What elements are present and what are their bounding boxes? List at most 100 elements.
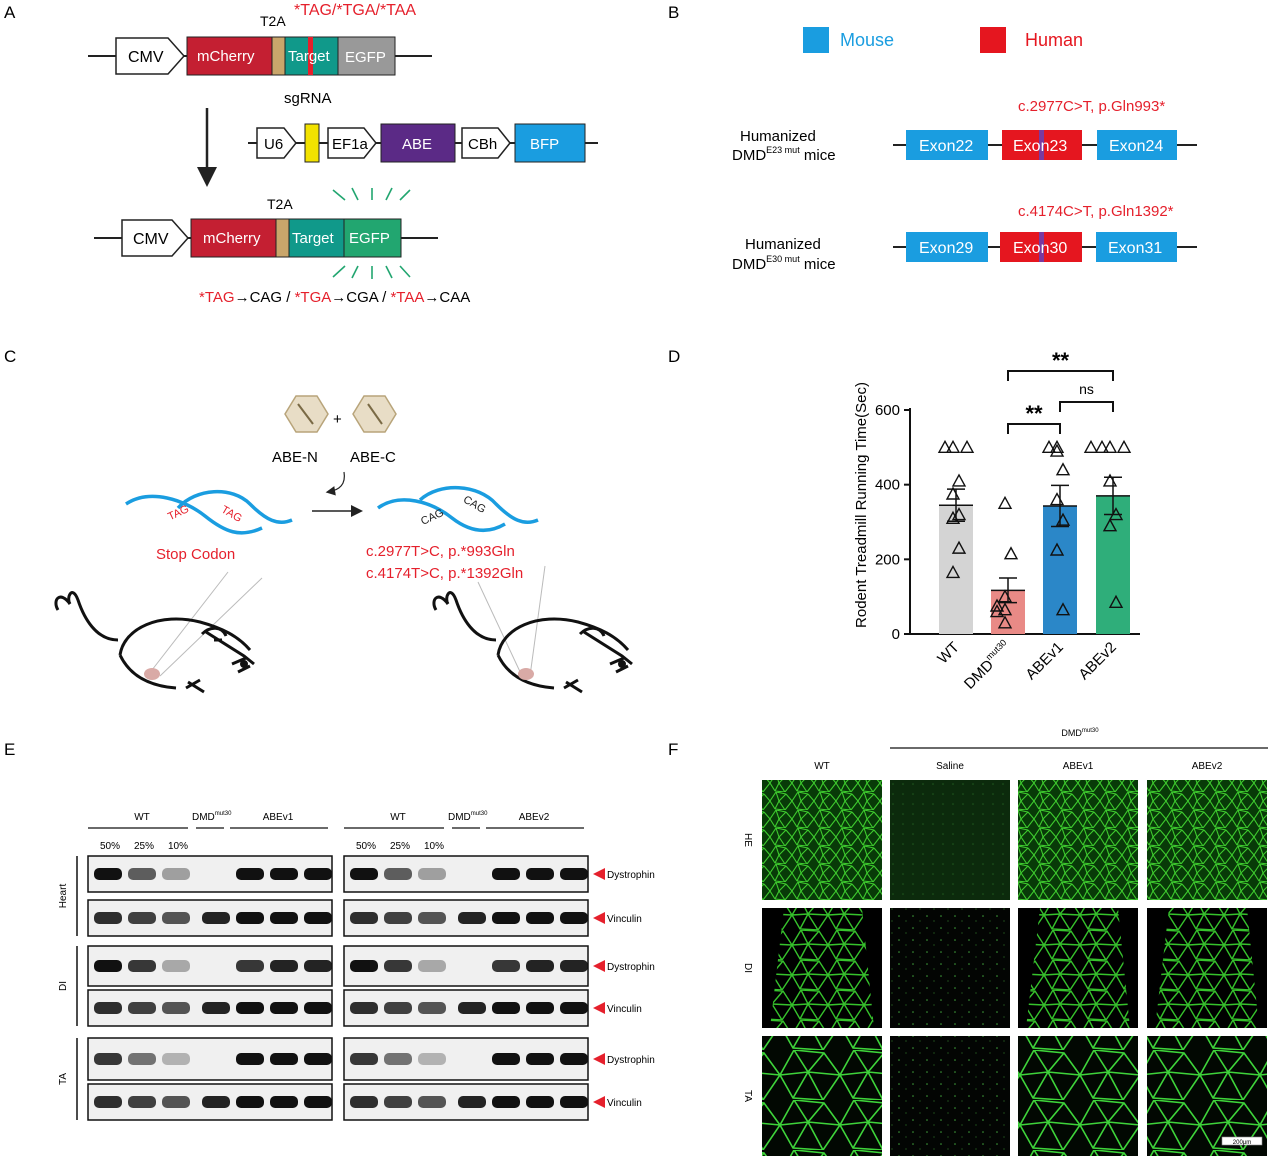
column-label: WT — [814, 761, 830, 772]
chart-y-axis-label: Rodent Treadmill Running Time(Sec) — [853, 382, 870, 628]
data-point — [1094, 439, 1110, 454]
scale-bar-label: 200μm — [1233, 1140, 1251, 1146]
blot-band — [384, 912, 412, 924]
curved-arrow-icon — [325, 471, 345, 496]
significance-label: ns — [1079, 381, 1094, 397]
column-label: Saline — [936, 761, 964, 772]
t2a-box — [271, 36, 286, 76]
u6-promoter-arrow — [256, 127, 297, 159]
aav-particle-c-icon — [352, 395, 397, 433]
marker-arrow-icon — [593, 1053, 605, 1065]
cmv-promoter-arrow — [115, 37, 186, 75]
target-label-2: Target — [292, 230, 335, 247]
x-tick-label-wt: WT — [934, 639, 963, 668]
percent-label: 50% — [356, 841, 376, 852]
tag-label-1: TAG — [166, 503, 191, 523]
panel-a-letter: A — [4, 3, 16, 22]
cmv-promoter-arrow-2 — [121, 219, 190, 257]
cbh-promoter-arrow — [461, 127, 511, 159]
marker-label: Dystrophin — [607, 962, 655, 973]
group-label-dmd: DMDmut30 — [192, 811, 232, 823]
blot-band — [202, 1096, 230, 1108]
cag-label-1: CAG — [419, 507, 446, 528]
mouse-line-label-1: DMDE23 mut mice — [732, 145, 836, 164]
group-label-wt: WT — [390, 812, 406, 823]
plus-sign: + — [333, 411, 342, 428]
data-point — [937, 439, 953, 454]
tissue-edge-mask — [862, 908, 882, 1028]
blot-band — [384, 868, 412, 880]
panel-d-letter: D — [668, 347, 680, 366]
exon30-label: Exon30 — [1013, 240, 1067, 257]
dna-after: CAG CAG — [376, 486, 539, 532]
data-point — [997, 589, 1013, 603]
tissue-edge-mask — [1247, 908, 1267, 1028]
blot-band — [270, 868, 298, 880]
data-point — [1102, 473, 1118, 487]
blot-band — [492, 1096, 520, 1108]
blot-band — [526, 1002, 554, 1014]
legend-human-label: Human — [1025, 30, 1083, 50]
abe-box — [380, 123, 456, 163]
blot-band — [384, 1002, 412, 1014]
blot-band — [458, 912, 486, 924]
humanized-label-2: Humanized — [745, 236, 821, 253]
blot-band — [128, 1096, 156, 1108]
y-tick-label: 0 — [892, 626, 900, 643]
blot-band — [418, 1096, 446, 1108]
exon31-label: Exon31 — [1108, 240, 1162, 257]
cag-label-2: CAG — [461, 494, 488, 516]
marker-label: Dystrophin — [607, 1055, 655, 1066]
blot-band — [236, 1002, 264, 1014]
mcherry-box-2 — [190, 218, 277, 258]
blot-band — [418, 868, 446, 880]
data-point — [945, 439, 961, 454]
blot-band — [492, 868, 520, 880]
edit-label-2: c.4174T>C, p.*1392Gln — [366, 565, 523, 582]
dmd-e30-row: c.4174C>T, p.Gln1392* Humanized DMDE30 m… — [732, 203, 1197, 273]
t2a-label: T2A — [260, 13, 286, 29]
blot-band — [94, 960, 122, 972]
blot-band — [270, 1053, 298, 1065]
data-point — [997, 602, 1013, 616]
panel-e-letter: E — [4, 740, 15, 759]
sgrna-label: sgRNA — [284, 90, 332, 107]
histology-image — [762, 908, 882, 1028]
blot-band — [492, 960, 520, 972]
bfp-box — [514, 123, 586, 163]
group-label-abe: ABEv1 — [263, 812, 294, 823]
ef1a-label: EF1a — [332, 136, 369, 153]
marker-arrow-icon — [593, 912, 605, 924]
blot-band — [162, 868, 190, 880]
group-label-abe: ABEv2 — [519, 812, 550, 823]
histology-image — [890, 1036, 1010, 1156]
data-point — [989, 598, 1005, 612]
stop-codons-label: *TAG/*TGA/*TAA — [294, 2, 416, 19]
egfp-label-2: EGFP — [349, 230, 390, 247]
blot-band — [162, 1096, 190, 1108]
sgrna-box — [304, 123, 320, 163]
data-point — [1108, 507, 1124, 521]
humanized-label-1: Humanized — [740, 128, 816, 145]
blot-band — [162, 912, 190, 924]
data-point — [1102, 439, 1118, 454]
column-label: ABEv1 — [1063, 761, 1094, 772]
exon29-box — [906, 232, 988, 262]
dmd-e23-row: c.2977C>T, p.Gln993* Humanized DMDE23 mu… — [732, 98, 1197, 164]
data-point — [1116, 439, 1132, 454]
blot-band — [236, 1053, 264, 1065]
histology-image — [1018, 1036, 1138, 1156]
exon22-box — [906, 130, 988, 160]
data-point — [1003, 546, 1019, 560]
histology-image — [890, 908, 1010, 1028]
blot-band — [94, 868, 122, 880]
mcherry-label: mCherry — [197, 48, 255, 65]
data-point — [1049, 542, 1065, 556]
blot-band — [304, 1053, 332, 1065]
target-box-2 — [288, 218, 345, 258]
legend-mouse-swatch — [803, 27, 829, 53]
blot-band — [492, 1053, 520, 1065]
blot-band — [270, 1002, 298, 1014]
exon23-label: Exon23 — [1013, 138, 1067, 155]
data-point — [959, 439, 975, 454]
